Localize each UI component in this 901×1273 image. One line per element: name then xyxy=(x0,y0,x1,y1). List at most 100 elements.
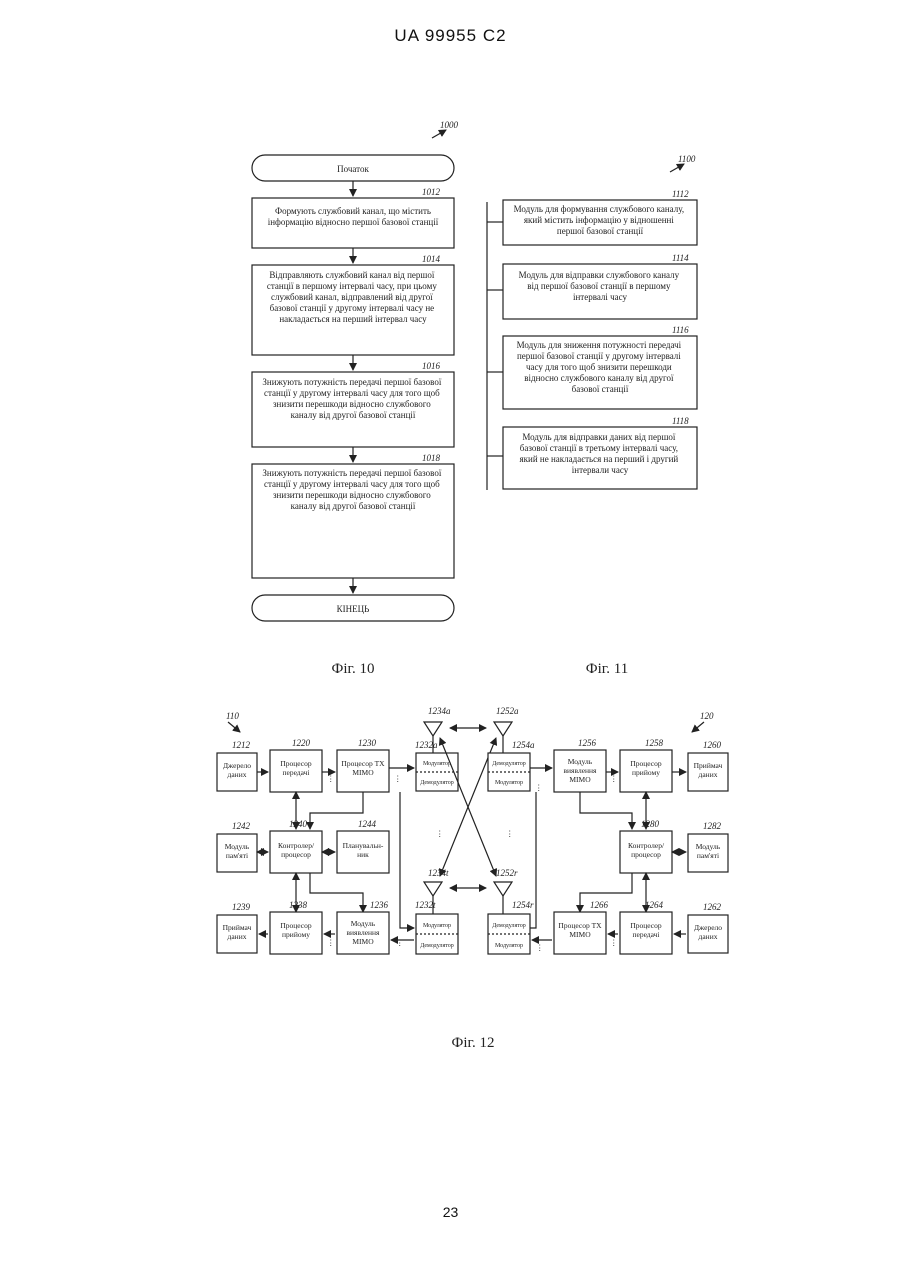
fig12-block-text: MIMO xyxy=(352,937,374,946)
fig11-module-text: базової станції в третьому інтервалі час… xyxy=(520,443,678,453)
fig12-block-text: Процесор ТХ xyxy=(558,921,602,930)
fig11-module-text: Модуль для зниження потужності передачі xyxy=(517,340,682,350)
fig12-block-text: Процесор xyxy=(280,921,312,930)
fig12-modem-mod: Модулятор xyxy=(495,943,523,949)
fig12-block-ref: 1242 xyxy=(232,821,251,831)
fig12-block-ref: 1220 xyxy=(292,738,311,748)
fig11-module-text: Модуль для формування службового каналу, xyxy=(514,204,684,214)
svg-text:Контролер/процесор: Контролер/процесор xyxy=(278,841,315,859)
fig12-block-text: Процесор ТХ xyxy=(341,759,385,768)
fig11-module-text: інтервали часу xyxy=(572,465,629,475)
svg-text:Відправляють службовий канал в: Відправляють службовий канал від першої … xyxy=(267,270,439,324)
fig12-block-ref: 1230 xyxy=(358,738,377,748)
fig12-modem-ref: 1254r xyxy=(512,900,534,910)
fig12-dots: ⋮ xyxy=(327,774,335,783)
fig12-modem-ref: 1254a xyxy=(512,740,535,750)
fig10-step-text: службовий канал, відправлений від другої xyxy=(271,292,433,302)
fig12-block-text: пам'яті xyxy=(226,851,248,860)
svg-text:Формують службовий канал, що м: Формують службовий канал, що міститьінфо… xyxy=(268,206,439,227)
fig12-block-text: прийому xyxy=(282,930,310,939)
fig11-caption: Фіг. 11 xyxy=(586,661,628,677)
fig12-block-text: даних xyxy=(228,932,247,941)
fig12-dots: ⋮ xyxy=(536,943,544,952)
fig12-caption: Фіг. 12 xyxy=(452,1035,495,1051)
fig10-step-text: каналу від другої базової станції xyxy=(291,410,416,420)
fig10-step-text: Відправляють службовий канал від першої xyxy=(269,270,434,280)
fig12-block-text: Джерело xyxy=(694,923,722,932)
fig12-block-ref: 1238 xyxy=(289,900,308,910)
fig11-module-text: відносно службового каналу від другої xyxy=(524,373,674,383)
fig11-module-ref: 1112 xyxy=(672,189,689,199)
fig12-ref-left: 110 xyxy=(226,711,239,721)
fig12-block-text: ник xyxy=(357,850,369,859)
fig10-step-ref: 1012 xyxy=(422,187,441,197)
fig11-module-text: Модуль для відправки даних від першої xyxy=(522,432,676,442)
fig12-block-ref: 1239 xyxy=(232,902,251,912)
fig12-block-ref: 1262 xyxy=(703,902,722,912)
fig11-module-text: який не накладається на перший і другий xyxy=(520,454,679,464)
fig11-module-text: який містить інформацію у відношенні xyxy=(524,215,675,225)
fig11-ref: 1100 xyxy=(678,154,696,164)
fig12-block-text: MIMO xyxy=(352,768,374,777)
fig11-module-text: першої базової станції xyxy=(557,226,644,236)
fig10-step-ref: 1014 xyxy=(422,254,441,264)
fig12-antenna-ref: 1252r xyxy=(496,868,518,878)
fig11-module-text: базової станції xyxy=(572,384,629,394)
fig12-block-text: Модуль xyxy=(568,757,593,766)
fig12-modem-demod: Демодулятор xyxy=(420,780,454,786)
fig12-block-ref: 1280 xyxy=(641,819,660,829)
fig10-step-ref: 1018 xyxy=(422,453,441,463)
fig12-block-ref: 1260 xyxy=(703,740,722,750)
fig12-dots: ⋮ xyxy=(610,774,618,783)
fig12-block-text: процесор xyxy=(631,850,661,859)
fig11-module-text: Модуль для відправки службового каналу xyxy=(519,270,680,280)
fig10-step-text: базової станції у другому інтервалі часу… xyxy=(270,303,435,313)
fig12-dots: ⋮ xyxy=(327,938,335,947)
fig11-module-ref: 1116 xyxy=(672,325,689,335)
fig10-flowchart: 1000 Початок 1012 Формують службовий кан… xyxy=(252,120,459,677)
fig12-block-text: прийому xyxy=(632,768,660,777)
fig12-modem-demod: Демодулятор xyxy=(420,943,454,949)
fig12-block-ref: 1236 xyxy=(370,900,389,910)
fig12-block-ref: 1212 xyxy=(232,740,251,750)
fig12-block-ref: 1258 xyxy=(645,738,664,748)
svg-text:Модульпам'яті: Модульпам'яті xyxy=(225,842,250,860)
fig12-block-text: Модуль xyxy=(225,842,250,851)
fig12-block-text: процесор xyxy=(281,850,311,859)
page-number: 23 xyxy=(0,1204,901,1220)
fig12-block-text: Процесор xyxy=(280,759,312,768)
svg-text:Процесорпередачі: Процесорпередачі xyxy=(630,921,662,939)
fig12-block-text: Контролер/ xyxy=(278,841,315,850)
fig10-step-text: знизити перешкоди відносно службового xyxy=(273,490,431,500)
fig12-block-text: Процесор xyxy=(630,921,662,930)
fig10-end-label: КІНЕЦЬ xyxy=(337,604,370,614)
svg-text:Контролер/процесор: Контролер/процесор xyxy=(628,841,665,859)
fig12-antenna-icon xyxy=(424,882,442,896)
fig12-block-text: виявлення xyxy=(564,766,598,775)
fig12-antenna-ref: 1252a xyxy=(496,706,519,716)
fig12-modem-mod: Модулятор xyxy=(495,780,523,786)
fig12-block-text: Модуль xyxy=(696,842,721,851)
fig11-module-ref: 1118 xyxy=(672,416,689,426)
fig10-caption: Фіг. 10 xyxy=(332,661,375,677)
fig12-block-text: передачі xyxy=(282,768,309,777)
fig12-antenna-ref: 1234t xyxy=(428,868,449,878)
fig12-block-ref: 1282 xyxy=(703,821,722,831)
svg-text:Процесорприйому: Процесорприйому xyxy=(280,921,312,939)
fig12-block-text: MIMO xyxy=(569,775,591,784)
svg-text:Модульпам'яті: Модульпам'яті xyxy=(696,842,721,860)
fig12-modem-ref: 1232a xyxy=(415,740,438,750)
fig12-block-text: Приймач xyxy=(694,761,723,770)
fig12-antenna-icon xyxy=(424,722,442,736)
fig10-step-text: накладається на перший інтервал часу xyxy=(279,314,427,324)
fig10-step-text: станції в першому інтервалі часу, при ць… xyxy=(267,281,437,291)
svg-text:Процесорпередачі: Процесорпередачі xyxy=(280,759,312,777)
fig12-block-ref: 1264 xyxy=(645,900,664,910)
fig12-dots: ⋮ xyxy=(396,938,404,947)
fig10-step-text: Формують службовий канал, що містить xyxy=(275,206,431,216)
fig12-block-text: даних xyxy=(699,770,718,779)
fig10-step-text: станції у другому інтервалі часу для тог… xyxy=(264,388,440,398)
fig12-dots: ⋮ xyxy=(436,829,444,838)
svg-text:Процесорприйому: Процесорприйому xyxy=(630,759,662,777)
